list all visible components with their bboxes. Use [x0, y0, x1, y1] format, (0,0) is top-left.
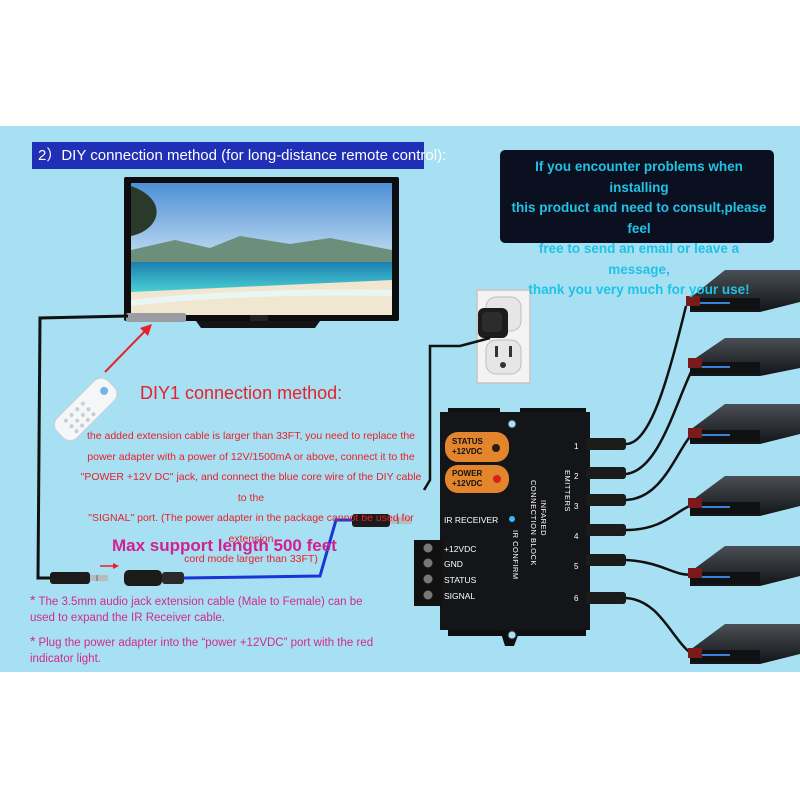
emitter-number-6: 6: [574, 594, 579, 603]
note-power-adapter: *Plug the power adapter into the “power …: [30, 633, 380, 667]
ir-receiver-plug: [352, 514, 412, 527]
terminal-label-status: STATUS: [444, 575, 477, 585]
block-title-infared: INFARED: [539, 500, 548, 537]
diy1-line-4: "SIGNAL" port. (The power adapter in the…: [88, 512, 414, 545]
dvd-player-3: [688, 404, 800, 444]
block-title-connection: CONNECTION BLOCK: [529, 480, 538, 566]
diy1-line-5: cord mode larger than 33FT): [184, 553, 318, 565]
terminal-label-gnd: GND: [444, 559, 463, 569]
contact-line-3: free to send an email or leave a message…: [538, 241, 740, 277]
contact-line-1: If you encounter problems when installin…: [535, 159, 743, 195]
dvd-player-1: [686, 270, 800, 312]
max-support-label: Max support length 500 feet: [112, 536, 337, 555]
note-extension-cable: *The 3.5mm audio jack extension cable (M…: [30, 592, 380, 626]
ir-extension-plug: [50, 572, 108, 584]
note-power-text: Plug the power adapter into the “power +…: [30, 637, 374, 665]
emitter-number-4: 4: [574, 532, 579, 541]
dvd-player-4: [688, 476, 800, 516]
remote-control: [53, 377, 118, 442]
emitter-number-5: 5: [574, 562, 579, 571]
power-cable: [422, 336, 491, 491]
emitter-number-3: 3: [574, 502, 579, 511]
contact-line-2: this product and need to consult,please …: [511, 200, 767, 236]
emitter-number-1: 1: [574, 442, 579, 451]
ir-confirm-label: IR CONFIRM: [511, 530, 520, 580]
diy1-line-3: "POWER +12V DC" jack, and connect the bl…: [80, 471, 422, 504]
diy1-line-2: power adapter with a power of 12V/1500mA…: [87, 450, 415, 463]
emitters-label: EMITTERS: [563, 470, 572, 512]
extension-female-jack: [124, 570, 184, 586]
diy1-line-1: the added extension cable is larger than…: [86, 430, 416, 442]
emitter-number-2: 2: [574, 472, 579, 481]
status-port-label: STATUS +12VDC: [452, 437, 483, 457]
emitter-jacks: [586, 438, 626, 604]
power-port-line-2: +12VDC: [452, 479, 483, 488]
power-port-label: POWER +12VDC: [452, 469, 482, 489]
note-extension-text: The 3.5mm audio jack extension cable (Ma…: [30, 596, 363, 624]
contact-message-box: If you encounter problems when installin…: [500, 150, 774, 297]
ir-receiver-label: IR RECEIVER: [444, 515, 499, 525]
contact-line-4: thank you very much for your use!: [528, 282, 750, 297]
dvd-player-2: [688, 338, 800, 376]
note-star: *: [30, 592, 36, 608]
power-port-line-1: POWER: [452, 469, 483, 478]
note-star: *: [30, 633, 36, 649]
emitter-cables: [625, 305, 696, 656]
diy1-title: DIY1 connection method:: [140, 383, 343, 403]
tv: [124, 177, 399, 328]
dvd-player-5: [688, 546, 800, 586]
status-port-line-1: STATUS: [452, 437, 483, 446]
connection-block: [440, 408, 590, 646]
tv-ir-cable: [36, 314, 129, 580]
small-red-arrow: [100, 563, 119, 569]
section-title: 2）DIY connection method (for long-distan…: [32, 142, 446, 169]
terminal-block: [414, 540, 442, 606]
terminal-label-signal: SIGNAL: [444, 591, 476, 601]
terminal-label-12vdc: +12VDC: [444, 544, 477, 554]
ir-signal-arrow: [104, 324, 152, 373]
diy1-description: the added extension cable is larger than…: [76, 426, 426, 570]
dvd-player-6: [688, 624, 800, 664]
power-adapter: [478, 308, 508, 338]
blue-extension-cable: [183, 518, 352, 580]
status-port-line-2: +12VDC: [452, 447, 483, 456]
